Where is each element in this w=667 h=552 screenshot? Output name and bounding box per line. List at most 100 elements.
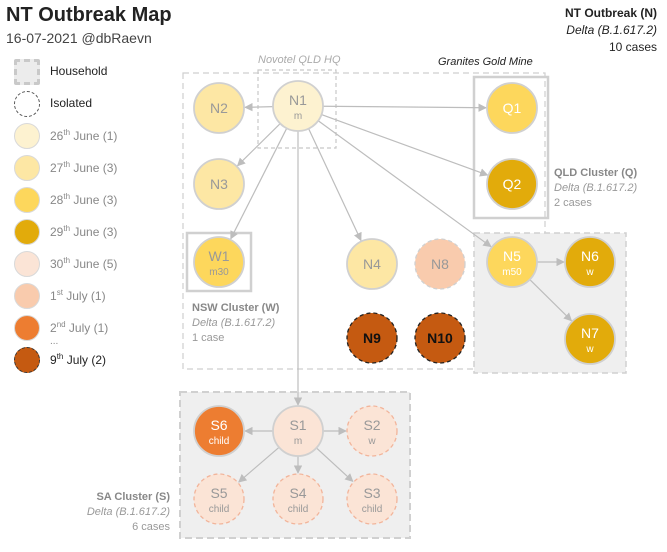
node-circle xyxy=(564,236,616,288)
nsw-cluster-name: NSW Cluster (W) xyxy=(192,302,280,314)
node-label: S1 xyxy=(289,417,306,433)
node-n4: N4 xyxy=(346,238,398,290)
granites-box xyxy=(472,75,550,220)
node-sublabel: m xyxy=(294,111,302,122)
node-q1: Q1 xyxy=(486,82,538,134)
node-circle xyxy=(486,82,538,134)
node-circle xyxy=(193,405,245,457)
nsw-cluster-variant: Delta (B.1.617.2) xyxy=(192,317,276,329)
node-sublabel: child xyxy=(362,504,383,515)
node-circle xyxy=(193,473,245,525)
node-n10: N10 xyxy=(414,312,466,364)
node-label: N8 xyxy=(431,256,449,272)
granites-label: Granites Gold Mine xyxy=(438,56,533,68)
legend-date-swatch xyxy=(14,219,40,245)
node-sublabel: child xyxy=(209,504,230,515)
node-n2: N2 xyxy=(193,82,245,134)
legend-date-label: 2nd July (1) xyxy=(50,320,109,335)
legend-date-label: 30th June (5) xyxy=(50,256,118,271)
node-circle xyxy=(564,313,616,365)
legend-date-item: 26th June (1) xyxy=(14,120,184,152)
legend-date-item: 9th July (2)... xyxy=(14,336,184,376)
node-circle xyxy=(414,238,466,290)
edge-n1-n2 xyxy=(244,102,274,112)
node-circle xyxy=(193,82,245,134)
node-label: N9 xyxy=(363,330,381,346)
node-s3: S3 child xyxy=(346,473,398,525)
node-label: Q1 xyxy=(503,100,522,116)
edge-n1-w1 xyxy=(230,128,288,240)
node-circle xyxy=(346,238,398,290)
nsw-box xyxy=(185,231,253,293)
sa-cluster-variant: Delta (B.1.617.2) xyxy=(86,506,170,518)
legend-date-label: 26th June (1) xyxy=(50,128,118,143)
edge-n1-n5 xyxy=(317,120,492,248)
legend-date-label: 27th June (3) xyxy=(50,160,118,175)
outbreak-title: NT Outbreak (N) xyxy=(564,6,657,20)
node-circle xyxy=(486,236,538,288)
legend-date-item: 2nd July (1) xyxy=(14,312,184,344)
edge-n1-q2 xyxy=(321,113,489,177)
page-title: NT Outbreak Map xyxy=(6,4,172,26)
novotel-label: Novotel QLD HQ xyxy=(258,54,341,66)
nt-cluster-boundary xyxy=(182,72,546,370)
isolated-swatch xyxy=(14,91,40,117)
node-label: N6 xyxy=(581,248,599,264)
node-circle xyxy=(346,405,398,457)
node-label: S3 xyxy=(363,485,380,501)
node-sublabel: w xyxy=(585,344,594,355)
node-sublabel: m xyxy=(294,436,302,447)
legend-household: Household xyxy=(14,56,184,88)
edge-s1-s3 xyxy=(316,447,354,482)
outbreak-variant: Delta (B.1.617.2) xyxy=(566,23,657,37)
node-label: S5 xyxy=(210,485,227,501)
node-s1: S1 m xyxy=(272,405,324,457)
node-sublabel: child xyxy=(209,436,230,447)
legend-date-label: 9th July (2) xyxy=(50,352,107,367)
qld-cluster-label: QLD Cluster (Q) Delta (B.1.617.2) 2 case… xyxy=(554,166,637,211)
sa-cluster-name: SA Cluster (S) xyxy=(96,491,170,503)
legend-date-swatch xyxy=(14,187,40,213)
legend-household-label: Household xyxy=(50,64,108,78)
node-circle xyxy=(346,312,398,364)
legend-date-item: 28th June (3) xyxy=(14,184,184,216)
node-circle xyxy=(346,473,398,525)
outbreak-summary: NT Outbreak (N) Delta (B.1.617.2) 10 cas… xyxy=(565,5,657,56)
node-circle xyxy=(272,473,324,525)
legend-date-item: 30th June (5) xyxy=(14,248,184,280)
node-circle xyxy=(272,80,324,132)
edge-s1-s5 xyxy=(238,446,280,483)
node-sublabel: w xyxy=(585,267,594,278)
legend-ellipsis: ... xyxy=(50,336,59,347)
legend-isolated-label: Isolated xyxy=(50,96,93,110)
node-n1: N1m xyxy=(272,80,324,132)
node-label: N5 xyxy=(503,248,521,264)
node-sublabel: child xyxy=(288,504,309,515)
node-s4: S4 child xyxy=(272,473,324,525)
legend-date-swatch xyxy=(14,155,40,181)
page-subtitle: 16-07-2021 @dbRaevn xyxy=(6,30,152,46)
sa-cluster-label: SA Cluster (S) Delta (B.1.617.2) 6 cases xyxy=(60,490,170,535)
node-label: S4 xyxy=(289,485,306,501)
node-s2: S2w xyxy=(346,405,398,457)
node-label: N4 xyxy=(363,256,381,272)
legend-date-swatch xyxy=(14,283,40,309)
legend-date-label: 29th June (3) xyxy=(50,224,118,239)
node-label: N2 xyxy=(210,100,228,116)
node-q2: Q2 xyxy=(486,158,538,210)
novotel-box xyxy=(257,69,337,149)
node-sublabel: m30 xyxy=(209,267,229,278)
node-n7: N7w xyxy=(564,313,616,365)
legend: Household Isolated 26th June (1) 27th Jun… xyxy=(14,56,184,376)
node-sublabel: w xyxy=(367,436,376,447)
node-label: W1 xyxy=(209,248,230,264)
nsw-cluster-label: NSW Cluster (W) Delta (B.1.617.2) 1 case xyxy=(192,301,279,346)
legend-dates: 26th June (1) 27th June (3) 28th June (3) 2… xyxy=(14,120,184,376)
edge-n1-n3 xyxy=(236,123,281,167)
legend-date-item: 29th June (3) xyxy=(14,216,184,248)
legend-date-item: 27th June (3) xyxy=(14,152,184,184)
edge-n1-n4 xyxy=(308,128,362,242)
